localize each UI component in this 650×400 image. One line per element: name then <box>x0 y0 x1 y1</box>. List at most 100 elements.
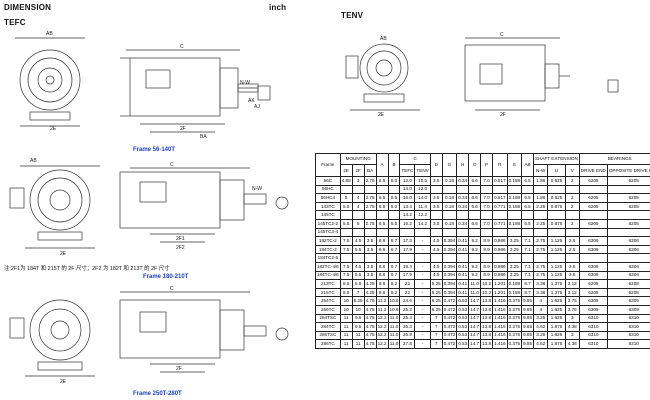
value-cell: 0.375 <box>506 330 523 341</box>
frame-cell: 184TC-2 <box>315 244 341 255</box>
value-cell <box>351 227 365 238</box>
value-cell: 6.6 <box>468 176 482 186</box>
th-drive: DRIVE END <box>578 164 608 177</box>
value-cell: 3.25 <box>533 330 549 341</box>
value-cell <box>387 253 401 263</box>
value-cell: 7 <box>429 313 443 324</box>
th-2e: 2E <box>339 164 353 177</box>
value-cell: 6.25 <box>429 296 443 306</box>
value-cell: 1.416 <box>492 313 508 324</box>
value-cell: 4.38 <box>564 339 580 349</box>
value-cell: 11.0 <box>468 279 482 289</box>
value-cell <box>492 184 508 195</box>
th-2f: 2F <box>351 164 365 177</box>
value-cell: 12.2 <box>414 210 431 220</box>
th-ab: AB <box>521 153 535 177</box>
value-cell: 6310 <box>606 322 650 332</box>
value-cell: 1.625 <box>547 330 566 341</box>
th-tefc: TEFC <box>399 164 416 177</box>
frame-cell: 145TC <box>315 210 341 220</box>
value-cell: 13.4 <box>399 201 416 212</box>
tefc-180-front-view <box>9 165 100 249</box>
value-cell: 5.5 <box>351 244 365 255</box>
frame-cell: 56HC4 <box>315 193 341 203</box>
value-cell <box>387 210 401 220</box>
frame-cell: 182TC-4/6 <box>315 261 341 272</box>
label-c-3: C <box>170 286 174 292</box>
value-cell: 11.2 <box>375 296 389 306</box>
value-cell: 0.18 <box>441 176 458 186</box>
value-cell: 2.25 <box>533 201 549 212</box>
value-cell: 14.7 <box>468 330 482 341</box>
value-cell: 7.1 <box>521 244 535 255</box>
value-cell: 2.5 <box>564 261 580 272</box>
value-cell: 0.472 <box>441 339 458 349</box>
value-cell: 5.0 <box>387 176 401 186</box>
value-cell: - <box>414 261 431 272</box>
value-cell: 3.5 <box>429 201 443 212</box>
value-cell: 7.5 <box>339 270 353 281</box>
value-cell <box>506 184 523 195</box>
value-cell <box>363 184 377 195</box>
label-2e-3: 2E <box>60 379 67 385</box>
label-ak-1: AK <box>248 98 255 104</box>
value-cell: 1.875 <box>547 322 566 332</box>
label-c-2: C <box>170 162 174 168</box>
value-cell: 6205 <box>606 176 650 186</box>
value-cell: 0.375 <box>506 322 523 332</box>
value-cell: - <box>414 304 431 315</box>
value-cell: 4.62 <box>533 322 549 332</box>
value-cell <box>351 210 365 220</box>
value-cell <box>578 253 608 263</box>
value-cell <box>375 184 389 195</box>
label-2f1-2: 2F1 <box>176 236 185 242</box>
value-cell: - <box>414 287 431 298</box>
value-cell <box>606 184 650 195</box>
value-cell: 1.201 <box>492 287 508 298</box>
value-cell: 4.5 <box>429 261 443 272</box>
value-cell: 8.9 <box>480 244 494 255</box>
value-cell: 0.188 <box>506 201 523 212</box>
frame-cell: 143TC <box>315 201 341 212</box>
value-cell: 4.25 <box>363 287 377 298</box>
value-cell: 0.34 <box>456 193 470 203</box>
value-cell: 0.375 <box>506 339 523 349</box>
value-cell: 11.4 <box>414 201 431 212</box>
value-cell: 0.53 <box>456 330 470 341</box>
value-cell: 1.375 <box>547 287 566 298</box>
frame-cell: 286TSC <box>315 330 341 341</box>
value-cell: 9.2 <box>468 270 482 281</box>
value-cell: 14.0 <box>399 184 416 195</box>
value-cell: 14.7 <box>468 339 482 349</box>
label-ba-1: BA <box>200 134 207 140</box>
value-cell: 0.472 <box>441 304 458 315</box>
value-cell: 6.7 <box>387 244 401 255</box>
value-cell: 6205 <box>606 193 650 203</box>
value-cell: 16.0 <box>399 193 416 203</box>
value-cell: 6205 <box>578 193 608 203</box>
frame-cell: 145TC2-2 <box>315 218 341 229</box>
value-cell: 14.7 <box>468 313 482 324</box>
value-cell: 6306 <box>578 244 608 255</box>
label-2e-tenv: 2E <box>378 112 385 118</box>
value-cell: 8.7 <box>521 287 535 298</box>
value-cell: - <box>414 339 431 349</box>
value-cell: 6.6 <box>468 218 482 229</box>
value-cell <box>339 210 353 220</box>
frame-cell: 254TC <box>315 296 341 306</box>
value-cell <box>339 253 353 263</box>
value-cell: 7.5 <box>339 244 353 255</box>
value-cell <box>606 210 650 220</box>
value-cell: 0.986 <box>492 270 508 281</box>
frame-cell: 182TC-2 <box>315 236 341 246</box>
value-cell <box>399 253 416 263</box>
th-g: G <box>441 153 458 177</box>
